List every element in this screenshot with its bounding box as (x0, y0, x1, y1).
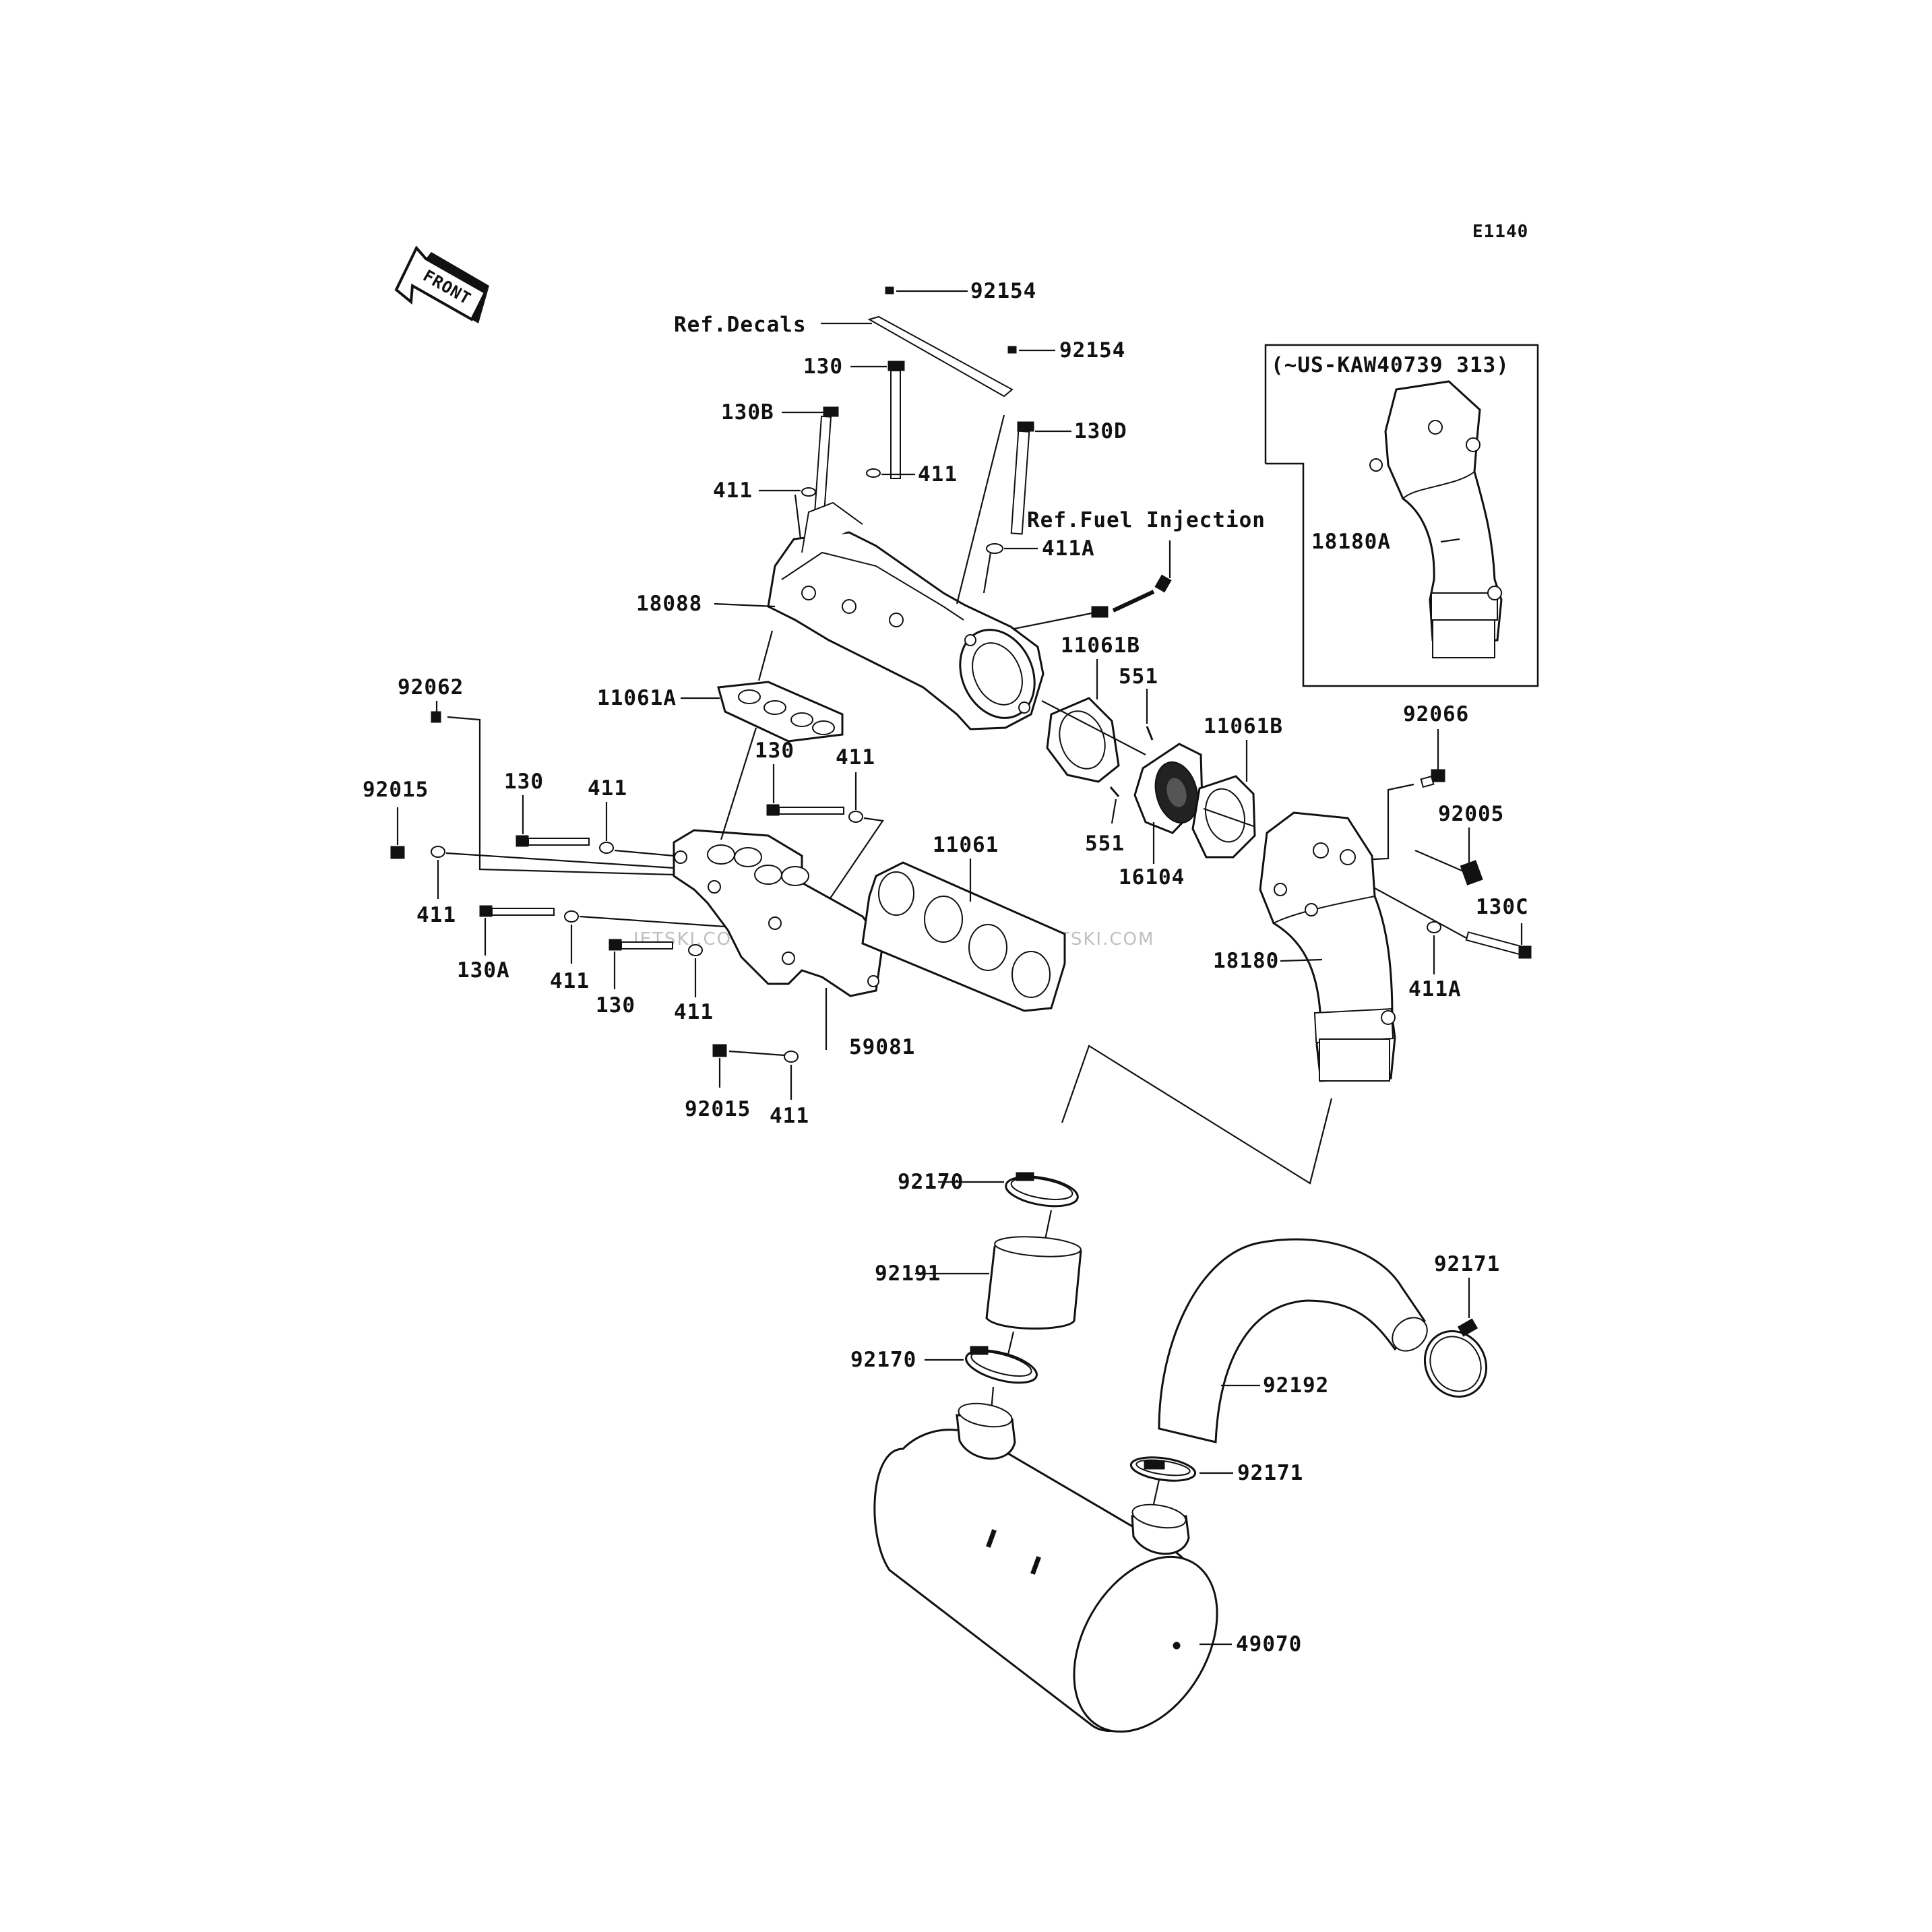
gasket-11061B-b (1191, 775, 1256, 859)
callout-411-d: 411 (550, 969, 590, 993)
bolt-92066 (1420, 769, 1445, 788)
inset-label: (~US-KAW40739 313) (1271, 353, 1509, 377)
callout-130C: 130C (1476, 895, 1529, 919)
stud-92062 (431, 711, 441, 723)
front-arrow-icon: FRONT (394, 245, 489, 323)
callout-92062: 92062 (398, 675, 464, 699)
bolt-130-low (609, 939, 673, 951)
washer-411-c (431, 846, 445, 858)
ref-fuel-injection: Ref.Fuel Injection (1027, 508, 1266, 532)
callout-130D: 130D (1074, 419, 1127, 443)
washer-411-left (599, 842, 614, 854)
spark-arrester-16104 (1133, 743, 1204, 834)
callout-130-mid: 130 (755, 739, 794, 763)
callout-18180A: 18180A (1311, 530, 1391, 554)
bolt-130A (479, 905, 555, 917)
exhaust-manifold-18088 (767, 501, 1045, 730)
clamp-92171-b (1129, 1456, 1197, 1482)
washer-411-e (688, 944, 703, 956)
callout-11061B-a: 11061B (1061, 633, 1140, 658)
fitting-92005 (1460, 860, 1483, 885)
callout-92005: 92005 (1438, 802, 1504, 826)
fuel-line-fitting (1091, 574, 1172, 618)
bolt-130C (1465, 931, 1532, 959)
callout-92171-a: 92171 (1434, 1252, 1500, 1276)
washer-411A-top (986, 543, 1003, 554)
callout-130-left: 130 (504, 770, 544, 794)
callout-11061A: 11061A (597, 686, 677, 710)
callout-411-b: 411 (918, 462, 958, 487)
washer-411-f (784, 1051, 799, 1063)
callout-92154-a: 92154 (970, 279, 1036, 303)
clamp-92170-a (1005, 1172, 1079, 1208)
clamp-92171-a (1423, 1318, 1488, 1398)
washer-411A-right (1427, 921, 1441, 933)
ref-decals: Ref.Decals (674, 313, 807, 337)
bolt-130B (813, 406, 839, 516)
washer-411-d (564, 910, 579, 923)
callout-551-a: 551 (1119, 664, 1158, 689)
callout-411-mid: 411 (836, 745, 875, 770)
callout-92066: 92066 (1403, 702, 1469, 726)
callout-411A-right: 411A (1408, 977, 1462, 1001)
callout-11061: 11061 (933, 833, 999, 857)
gasket-11061 (861, 861, 1066, 1012)
callout-59081: 59081 (849, 1035, 915, 1059)
callout-92191: 92191 (875, 1261, 941, 1286)
callout-130-low: 130 (596, 993, 635, 1018)
gasket-11061B-a (1046, 697, 1120, 783)
washer-411-mid (848, 811, 863, 823)
nut-92015-a (390, 846, 405, 859)
bolt-130-top (887, 361, 905, 479)
bolt-130D (1010, 421, 1034, 535)
callout-18088: 18088 (636, 592, 702, 616)
callout-411-e: 411 (674, 1000, 714, 1024)
screw-92154-a (885, 286, 968, 294)
callout-411-f: 411 (770, 1104, 809, 1128)
manifold-lower-block (673, 829, 884, 997)
callout-92170-b: 92170 (850, 1348, 916, 1372)
pin-551-b (1109, 786, 1120, 797)
callout-92192: 92192 (1263, 1373, 1329, 1398)
hose-92191 (985, 1236, 1082, 1330)
callout-92171-b: 92171 (1237, 1461, 1303, 1485)
muffler-49070 (873, 1402, 1218, 1733)
callout-16104: 16104 (1119, 865, 1185, 890)
callout-411-left: 411 (588, 776, 627, 801)
callout-18180: 18180 (1213, 949, 1279, 973)
decal-strip (867, 315, 1014, 398)
callout-551-b: 551 (1085, 832, 1125, 856)
bolt-130-left (516, 835, 590, 847)
screw-92154-b (1007, 346, 1055, 354)
callout-92170-a: 92170 (898, 1170, 964, 1194)
gasket-11061A (717, 681, 844, 743)
exhaust-pipe-18180A (1369, 380, 1503, 658)
callout-411-c: 411 (416, 903, 456, 927)
washer-411-a (801, 487, 816, 497)
nut-92015-b (712, 1044, 727, 1057)
hose-92192 (1158, 1238, 1428, 1443)
callout-11061B-b: 11061B (1204, 714, 1283, 739)
diagram-code: E1140 (1472, 222, 1528, 242)
callout-411-a: 411 (713, 478, 753, 503)
callout-130A: 130A (457, 958, 510, 983)
callout-92015-b: 92015 (685, 1097, 751, 1121)
callout-92154-b: 92154 (1059, 338, 1125, 363)
callout-130B: 130B (721, 400, 774, 425)
exhaust-pipe-18180 (1259, 811, 1396, 1082)
callout-130-top: 130 (803, 354, 843, 379)
callout-49070: 49070 (1236, 1632, 1302, 1656)
callout-92015-a: 92015 (363, 778, 429, 802)
pin-551-a (1146, 726, 1154, 741)
bolt-130-mid (766, 804, 844, 816)
washer-411-b (866, 468, 881, 478)
clamp-92170-b (965, 1346, 1038, 1384)
inset-box: (~US-KAW40739 313) 18180A (1264, 344, 1539, 687)
callout-411A-top: 411A (1042, 536, 1095, 561)
